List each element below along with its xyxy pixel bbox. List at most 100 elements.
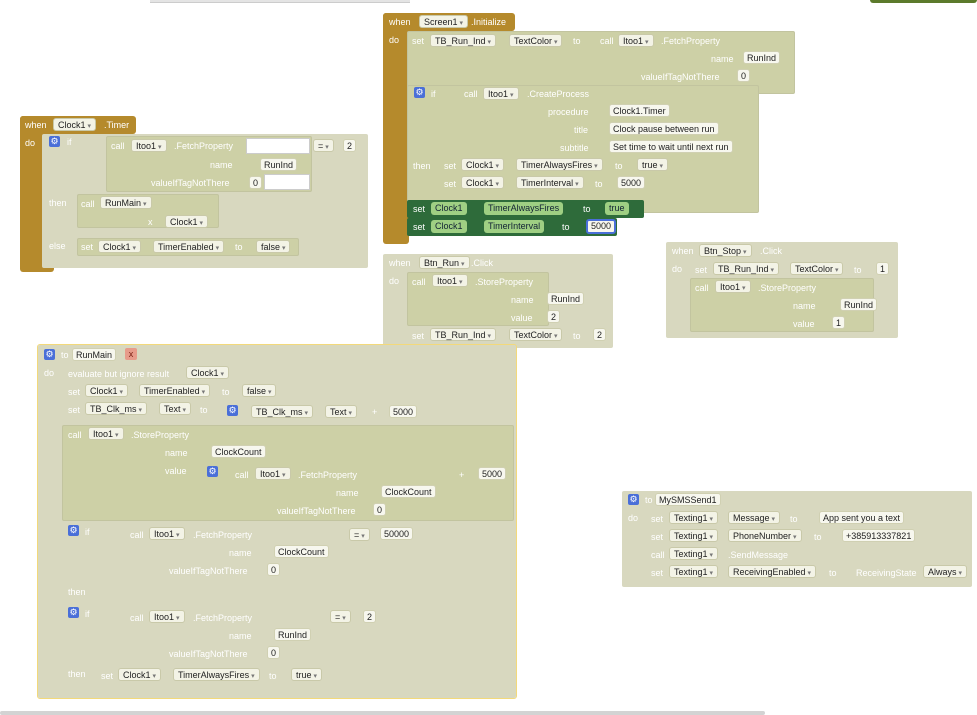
tb-clk-ms-dropdown[interactable]: TB_Clk_ms <box>85 402 147 415</box>
tb-clk-ms-dropdown[interactable]: TB_Clk_ms <box>251 405 313 418</box>
clock1-dropdown[interactable]: Clock1 <box>53 118 96 131</box>
procedure-string[interactable]: Clock1.Timer <box>609 104 670 117</box>
runmain-procedure-block[interactable]: ⚙ to RunMain x do evaluate but ignore re… <box>37 344 517 699</box>
equals-dropdown[interactable]: = <box>330 610 351 623</box>
false-dropdown[interactable]: false <box>256 240 291 253</box>
texting1-dropdown[interactable]: Texting1 <box>669 529 718 542</box>
clockcount-string[interactable]: ClockCount <box>211 445 266 458</box>
procedure-name-field[interactable]: MySMSSend1 <box>655 493 721 506</box>
clock1-dropdown[interactable]: Clock1 <box>186 366 229 379</box>
itoo1-dropdown[interactable]: Itoo1 <box>88 427 124 440</box>
itoo1-dropdown[interactable]: Itoo1 <box>618 34 654 47</box>
clock1-dropdown[interactable]: Clock1 <box>85 384 128 397</box>
timer-interval-dropdown[interactable]: TimerInterval <box>516 176 584 189</box>
procedure-name-field[interactable]: RunMain <box>72 348 117 361</box>
clock1-dropdown[interactable]: Clock1 <box>461 176 504 189</box>
tb-run-ind-dropdown[interactable]: TB_Run_Ind <box>430 328 497 341</box>
subtitle-string[interactable]: Set time to wait until next run <box>609 140 733 153</box>
error-x-icon[interactable]: x <box>125 348 137 360</box>
message-dropdown[interactable]: Message <box>728 511 780 524</box>
itoo1-dropdown[interactable]: Itoo1 <box>483 87 519 100</box>
if-create-process-block[interactable] <box>407 85 759 213</box>
clock1-timer-event-block[interactable]: when Clock1 .Timer do ⚙ if call Itoo1 .F… <box>20 116 370 272</box>
compare-number[interactable]: 50000 <box>380 527 414 540</box>
value-number[interactable]: 2 <box>547 310 561 323</box>
texting1-dropdown[interactable]: Texting1 <box>669 565 718 578</box>
math-gear-icon[interactable]: ⚙ <box>227 405 238 416</box>
itoo1-dropdown[interactable]: Itoo1 <box>149 610 185 623</box>
toolbar-button-fragment[interactable] <box>870 0 977 3</box>
true-dropdown[interactable]: true <box>291 668 322 681</box>
if-gear-icon[interactable]: ⚙ <box>49 136 60 147</box>
clock1-arg-dropdown[interactable]: Clock1 <box>165 215 208 228</box>
true-dropdown[interactable]: true <box>605 202 629 215</box>
textcolor-dropdown[interactable]: TextColor <box>790 262 844 275</box>
itoo1-dropdown[interactable]: Itoo1 <box>149 527 185 540</box>
timer-always-fires-dropdown[interactable]: TimerAlwaysFires <box>173 668 260 681</box>
compare-number[interactable]: 2 <box>363 610 377 623</box>
value-number[interactable]: 1 <box>832 316 846 329</box>
false-dropdown[interactable]: false <box>242 384 277 397</box>
runind-string[interactable]: RunInd <box>274 628 312 641</box>
default-number[interactable]: 0 <box>373 503 387 516</box>
itoo1-dropdown[interactable]: Itoo1 <box>432 274 468 287</box>
tb-run-ind-dropdown[interactable]: TB_Run_Ind <box>713 262 780 275</box>
runind-string[interactable]: RunInd <box>840 298 878 311</box>
default-number[interactable]: 0 <box>267 563 281 576</box>
procedure-gear-icon[interactable]: ⚙ <box>628 494 639 505</box>
clock1-dropdown[interactable]: Clock1 <box>98 240 141 253</box>
add-number[interactable]: 5000 <box>389 405 418 418</box>
store-property-call[interactable] <box>407 272 549 326</box>
runind-string[interactable]: RunInd <box>547 292 585 305</box>
btn-stop-click-event-block[interactable]: when Btn_Stop .Click do set TB_Run_Ind T… <box>666 242 898 338</box>
tb-run-ind-dropdown[interactable]: TB_Run_Ind <box>430 34 497 47</box>
runind-string[interactable]: RunInd <box>743 51 781 64</box>
timer-enabled-dropdown[interactable]: TimerEnabled <box>153 240 225 253</box>
mysmssend1-procedure-block[interactable]: ⚙ to MySMSSend1 do set Texting1 Message … <box>622 491 972 587</box>
runmain-dropdown[interactable]: RunMain <box>100 196 152 209</box>
compare-number[interactable]: 2 <box>343 139 357 152</box>
itoo1-dropdown[interactable]: Itoo1 <box>715 280 751 293</box>
title-string[interactable]: Clock pause between run <box>609 122 719 135</box>
phone-number-string[interactable]: +385913337821 <box>842 529 916 542</box>
clock1-dropdown[interactable]: Clock1 <box>431 220 467 233</box>
timer-always-fires-dropdown[interactable]: TimerAlwaysFires <box>516 158 603 171</box>
if-gear-icon[interactable]: ⚙ <box>414 87 425 98</box>
equals-dropdown[interactable]: = <box>313 139 334 152</box>
default-number[interactable]: 0 <box>249 176 263 189</box>
true-dropdown[interactable]: true <box>637 158 668 171</box>
clockcount-string[interactable]: ClockCount <box>381 485 436 498</box>
itoo1-dropdown[interactable]: Itoo1 <box>131 139 167 152</box>
textcolor-dropdown[interactable]: TextColor <box>509 34 563 47</box>
texting1-dropdown[interactable]: Texting1 <box>669 547 718 560</box>
always-dropdown[interactable]: Always <box>923 565 967 578</box>
clock1-dropdown[interactable]: Clock1 <box>118 668 161 681</box>
interval-number[interactable]: 5000 <box>617 176 646 189</box>
clock1-dropdown[interactable]: Clock1 <box>461 158 504 171</box>
runind-string[interactable]: RunInd <box>260 158 298 171</box>
texting1-dropdown[interactable]: Texting1 <box>669 511 718 524</box>
add-number[interactable]: 5000 <box>478 467 507 480</box>
math-gear-icon[interactable]: ⚙ <box>207 466 218 477</box>
if-gear-icon[interactable]: ⚙ <box>68 607 79 618</box>
clockcount-string[interactable]: ClockCount <box>274 545 329 558</box>
interval-number-selected[interactable]: 5000 <box>586 219 617 234</box>
clock1-dropdown[interactable]: Clock1 <box>431 202 467 215</box>
default-number[interactable]: 0 <box>737 69 751 82</box>
itoo1-dropdown[interactable]: Itoo1 <box>255 467 291 480</box>
horizontal-scrollbar[interactable] <box>0 711 765 715</box>
procedure-gear-icon[interactable]: ⚙ <box>44 349 55 360</box>
message-string[interactable]: App sent you a text <box>819 511 905 524</box>
timer-enabled-dropdown[interactable]: TimerEnabled <box>139 384 211 397</box>
textcolor-number[interactable]: 2 <box>593 328 607 341</box>
default-number[interactable]: 0 <box>267 646 281 659</box>
timer-interval-dropdown[interactable]: TimerInterval <box>484 220 545 233</box>
screen1-initialize-event-block[interactable]: when Screen1 .Initialize do set TB_Run_I… <box>383 13 798 244</box>
timer-always-fires-dropdown[interactable]: TimerAlwaysFires <box>484 202 564 215</box>
btn-stop-dropdown[interactable]: Btn_Stop <box>699 244 752 257</box>
btn-run-dropdown[interactable]: Btn_Run <box>419 256 470 269</box>
receiving-enabled-dropdown[interactable]: ReceivingEnabled <box>728 565 817 578</box>
btn-run-click-event-block[interactable]: when Btn_Run .Click do call Itoo1 .Store… <box>383 254 613 348</box>
equals-dropdown[interactable]: = <box>349 528 370 541</box>
textcolor-dropdown[interactable]: TextColor <box>509 328 563 341</box>
